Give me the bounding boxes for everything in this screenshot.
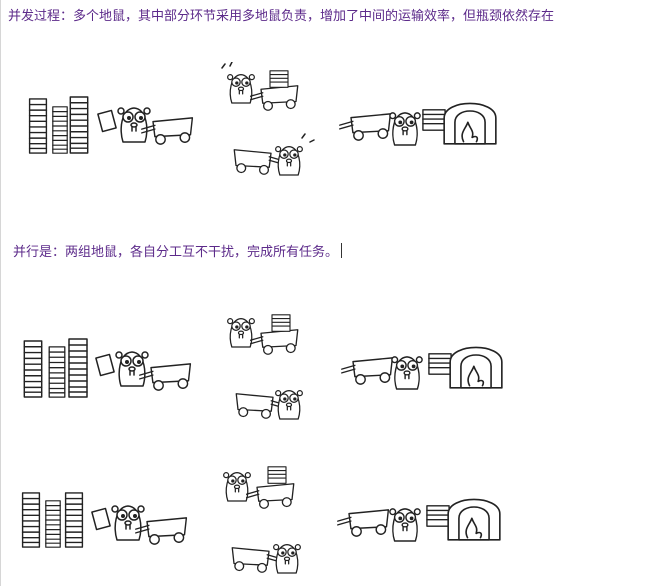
gopher — [111, 505, 145, 541]
parallel-group-2-illustration — [21, 466, 501, 574]
furnace-station — [337, 498, 501, 542]
book-stacks — [28, 96, 117, 154]
gopher — [115, 351, 149, 387]
left-border — [0, 0, 1, 586]
parallel-group-1-illustration — [23, 314, 503, 420]
cart — [139, 363, 192, 391]
concurrency-illustration — [28, 62, 497, 176]
furnace-station — [339, 102, 497, 146]
middle-gophers — [221, 62, 315, 176]
middle-gophers — [222, 466, 302, 574]
book-stacks — [23, 338, 115, 398]
cart — [141, 117, 194, 145]
parallelism-caption-text: 并行是：两组地鼠，各自分工互不干扰，完成所有任务。 — [13, 245, 339, 260]
book-stacks — [21, 492, 111, 548]
cart — [135, 517, 188, 545]
furnace-station — [341, 346, 503, 390]
parallelism-caption: 并行是：两组地鼠，各自分工互不干扰，完成所有任务。 — [13, 243, 573, 262]
middle-gophers — [226, 314, 304, 420]
concurrency-caption: 并发过程：多个地鼠，其中部分环节采用多地鼠负责，增加了中间的运输效率，但瓶颈依然… — [8, 9, 555, 24]
gopher — [117, 107, 151, 143]
text-cursor — [341, 243, 343, 258]
